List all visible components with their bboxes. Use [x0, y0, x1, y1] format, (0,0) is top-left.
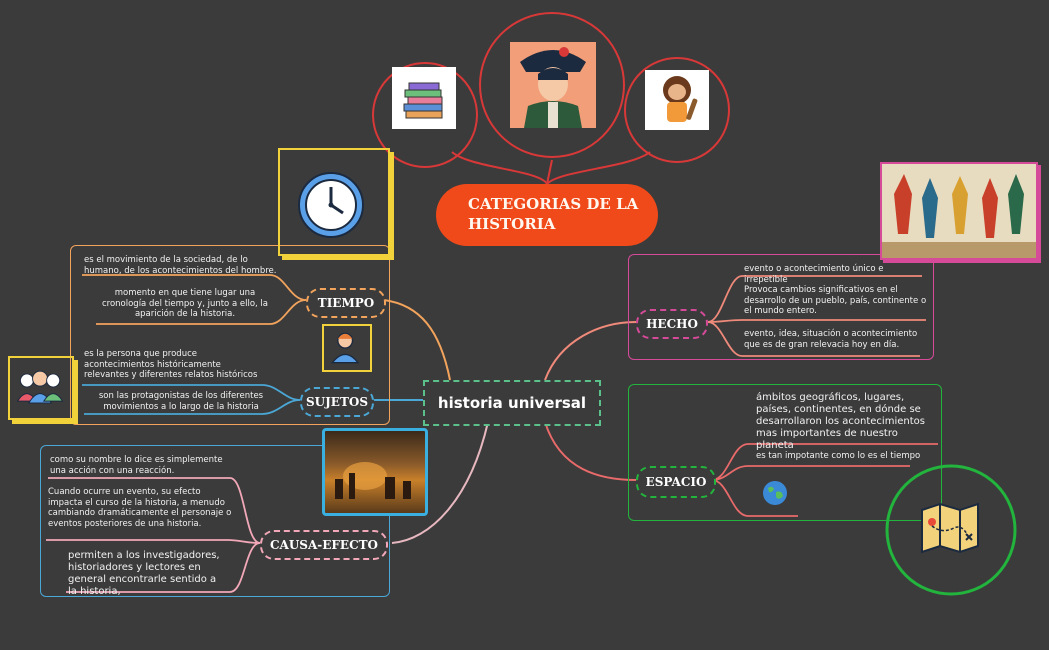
sujetos-node[interactable]: SUJETOS — [300, 387, 374, 417]
tiempo-node[interactable]: TIEMPO — [306, 288, 386, 318]
causa-efecto-node[interactable]: CAUSA-EFECTO — [260, 530, 388, 560]
books-icon — [392, 67, 456, 129]
tiempo-frame — [70, 245, 390, 425]
causa-frame — [40, 445, 390, 597]
aztec-codex-image — [880, 162, 1038, 260]
hecho-node[interactable]: HECHO — [636, 309, 708, 339]
tiempo-text-2: momento en que tiene lugar una cronologí… — [101, 288, 269, 319]
hecho-text-1: evento o acontecimiento único e irrepeti… — [744, 264, 884, 285]
espacio-text-2: es tan impotante como lo es el tiempo — [756, 451, 921, 461]
espacio-text-1: ámbitos geográficos, lugares, países, co… — [756, 392, 925, 451]
clock-icon — [296, 170, 366, 240]
hecho-text-2: Provoca cambios significativos en el des… — [744, 285, 927, 316]
map-icon — [918, 500, 982, 556]
clock-frame — [278, 148, 390, 256]
napoleon-icon — [510, 42, 596, 128]
caveman-icon — [645, 70, 709, 130]
causa-text-2: Cuando ocurre un evento, su efecto impac… — [48, 487, 232, 529]
espacio-node[interactable]: ESPACIO — [636, 466, 716, 498]
person-icon — [322, 324, 372, 372]
espacio-frame — [628, 384, 942, 521]
causa-text-3: permiten a los investigadores, historiad… — [68, 550, 220, 597]
hecho-text-3: evento, idea, situación o acontecimiento… — [744, 329, 918, 350]
globe-icon — [762, 480, 788, 506]
people-group-icon — [8, 356, 74, 420]
sujetos-text-1: es la persona que produce acontecimiento… — [84, 349, 258, 380]
tiempo-text-1: es el movimiento de la sociedad, de lo h… — [84, 255, 277, 276]
center-topic[interactable]: historia universal — [423, 380, 601, 426]
hecho-frame — [628, 254, 934, 360]
causa-text-1: como su nombre lo dice es simplemente un… — [50, 455, 223, 476]
burning-city-image — [322, 428, 428, 516]
sujetos-text-2: son las protagonistas de los diferentes … — [98, 391, 264, 412]
main-title: CATEGORIAS DE LA HISTORIA — [436, 184, 658, 246]
